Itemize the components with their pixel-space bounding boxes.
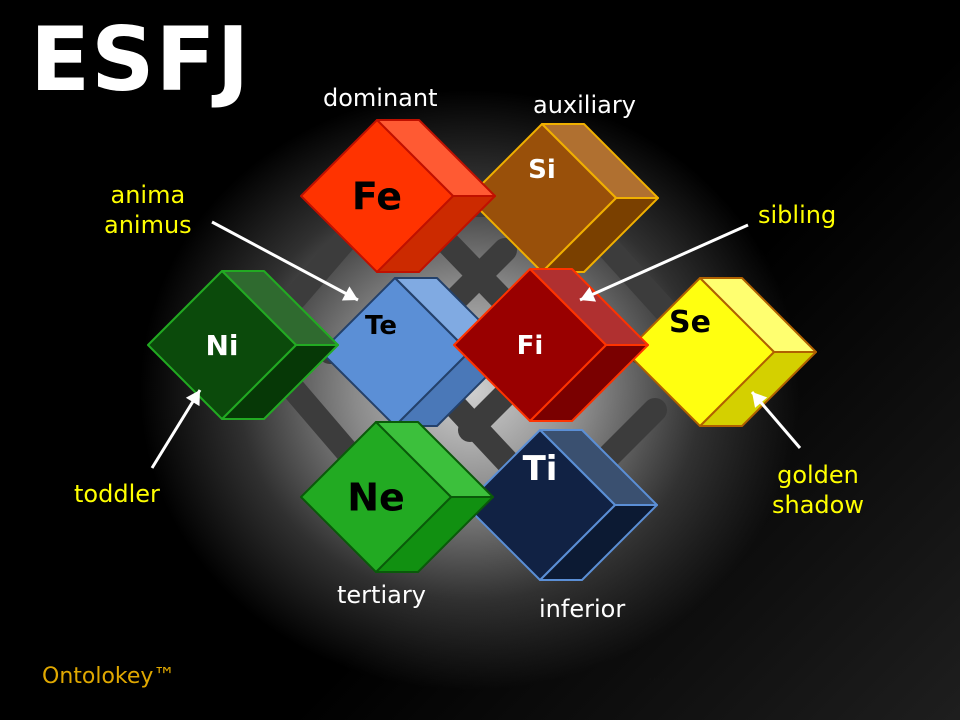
label-auxiliary: auxiliary	[533, 91, 636, 119]
cube-ne: Ne	[300, 421, 494, 573]
cube-label-se: Se	[669, 305, 711, 340]
cube-label-fi: Fi	[517, 331, 544, 361]
connector-bar	[278, 373, 362, 467]
cube-ti: Ti	[464, 429, 658, 581]
cube-front-face	[453, 268, 607, 422]
label-inferior: inferior	[539, 595, 626, 623]
arrow-head	[580, 286, 597, 302]
label-anima-animus: anima animus	[104, 180, 192, 240]
cube-label-ni: Ni	[205, 329, 238, 362]
cube-fi: Fi	[453, 268, 649, 422]
cube-label-ne: Ne	[347, 475, 405, 519]
label-animus: animus	[104, 211, 192, 239]
connector-bar	[283, 228, 357, 310]
annotation-arrow	[150, 389, 202, 469]
cube-front-face	[464, 429, 616, 581]
label-dominant: dominant	[323, 84, 438, 112]
label-anima: anima	[110, 181, 186, 209]
arrow-head	[341, 286, 358, 301]
label-toddler: toddler	[74, 480, 160, 508]
cube-front-face	[300, 421, 452, 573]
label-shadow: shadow	[772, 491, 864, 519]
label-golden: golden	[777, 461, 859, 489]
cube-label-fe: Fe	[352, 174, 402, 218]
annotation-arrows	[150, 220, 802, 469]
cube-label-si: Si	[528, 155, 556, 185]
type-title: ESFJ	[30, 8, 251, 111]
brand-label: Ontolokey™	[42, 664, 176, 689]
arrow-head	[185, 390, 200, 407]
cube-front-face	[300, 119, 454, 273]
cube-label-te: Te	[365, 311, 397, 341]
label-sibling: sibling	[758, 201, 837, 229]
cube-ni: Ni	[147, 270, 339, 420]
footer-dots: ........	[648, 668, 684, 684]
cube-front-face	[147, 270, 297, 420]
arrow-head	[752, 392, 768, 408]
cube-label-ti: Ti	[523, 449, 558, 489]
cube-si: Si	[467, 123, 659, 273]
cube-se: Se	[625, 277, 817, 427]
connector-bar	[594, 233, 677, 322]
annotation-arrow	[579, 223, 749, 302]
cube-front-face	[625, 277, 775, 427]
connector-bar	[443, 238, 517, 312]
label-tertiary: tertiary	[337, 581, 426, 609]
annotation-arrow	[211, 220, 359, 302]
label-golden-shadow: golden shadow	[772, 460, 864, 520]
cube-fe: Fe	[300, 119, 496, 273]
